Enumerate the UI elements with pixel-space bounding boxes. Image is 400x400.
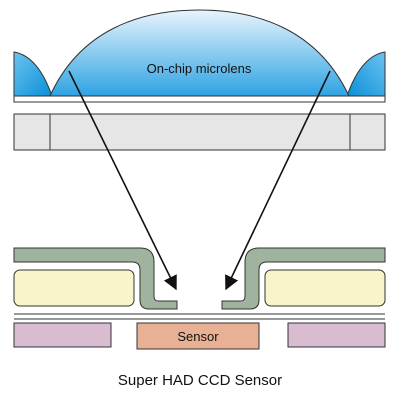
sensor-photodiode bbox=[136, 322, 260, 350]
diagram-caption: Super HAD CCD Sensor bbox=[117, 372, 283, 389]
light-shield-right bbox=[221, 247, 386, 310]
sensor-label: Sensor bbox=[177, 329, 219, 344]
substrate-block-left bbox=[13, 322, 112, 348]
light-shield-left bbox=[13, 247, 178, 310]
color-filter-layer bbox=[13, 113, 386, 151]
microlens-label: On-chip microlens bbox=[147, 61, 252, 76]
left-neighbor-microlens bbox=[13, 51, 53, 97]
microlens-base-strip bbox=[13, 95, 386, 103]
on-chip-microlens bbox=[49, 9, 350, 97]
light-ray-arrow-right bbox=[225, 70, 331, 291]
transfer-electrode-left bbox=[13, 269, 135, 307]
transfer-electrode-right bbox=[264, 269, 386, 307]
right-neighbor-microlens bbox=[346, 51, 386, 97]
substrate-block-right bbox=[287, 322, 386, 348]
light-ray-arrow-left bbox=[68, 70, 177, 291]
